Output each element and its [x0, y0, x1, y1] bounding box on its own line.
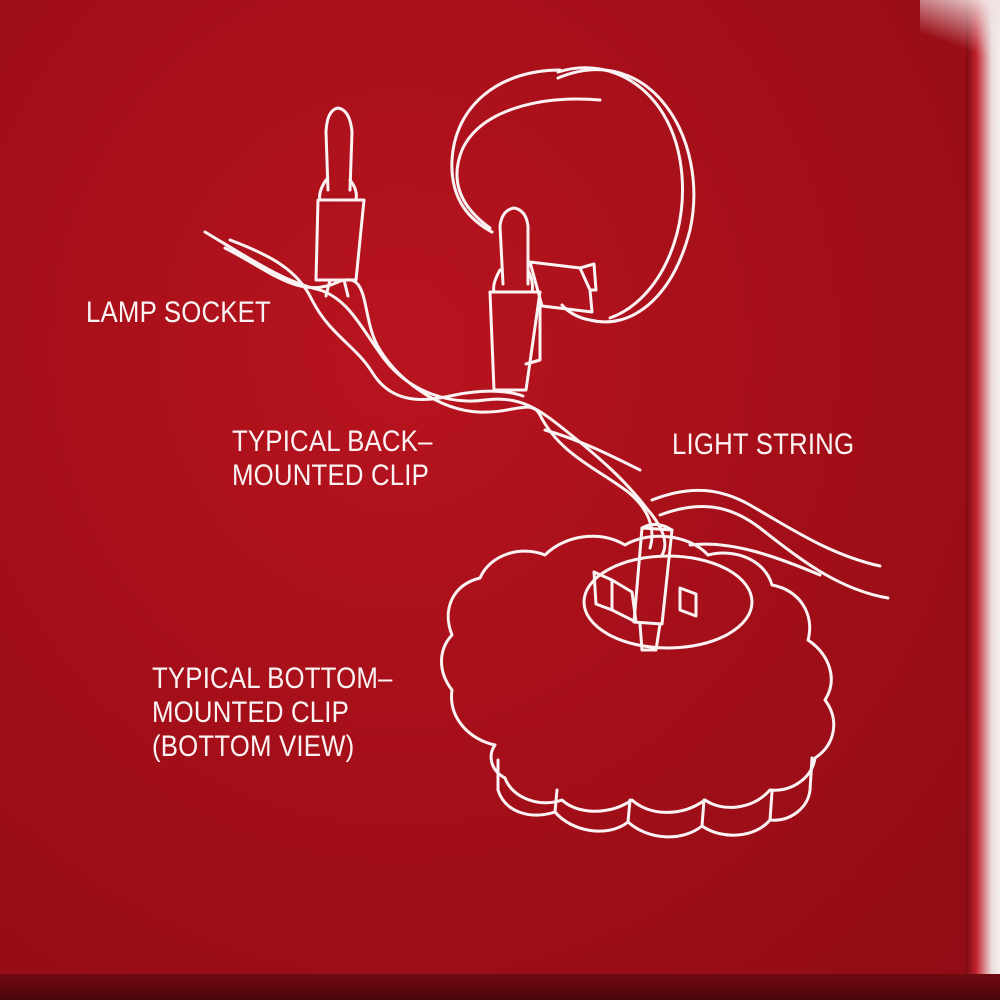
lamp-socket [314, 106, 366, 298]
lamp-socket-wire-stub-2 [342, 278, 350, 298]
label-back-mounted-clip: TYPICAL BACK– MOUNTED CLIP [232, 425, 433, 493]
label-light-string: LIGHT STRING [672, 428, 854, 462]
label-lamp-socket-text: LAMP SOCKET [86, 296, 271, 329]
wire-right-a [650, 488, 882, 568]
bottom-clip-socket-top [640, 523, 674, 532]
back-mounted-clip [450, 66, 696, 392]
bottom-mounted-clip [440, 523, 836, 839]
wire-b [223, 246, 654, 550]
label-bottom-clip-line-1: TYPICAL BOTTOM– [152, 662, 393, 695]
reflector-left-edge [450, 68, 562, 234]
box-edge-bottom [0, 974, 1000, 1000]
lamp-socket-bulb [324, 106, 354, 192]
bottom-clip-tab-stem [638, 622, 662, 652]
shade-lower-scallops [553, 788, 774, 828]
label-back-clip-line-2: MOUNTED CLIP [232, 459, 430, 492]
scalloped-shade-bottom [496, 756, 814, 839]
lamp-socket-base [314, 198, 366, 282]
label-bottom-mounted-clip: TYPICAL BOTTOM– MOUNTED CLIP (BOTTOM VIE… [152, 662, 393, 764]
back-clip-socket-collar [524, 298, 542, 366]
bottom-clip-socket [632, 526, 674, 626]
scalloped-shade-top [440, 534, 836, 814]
wire-d [543, 428, 642, 472]
box-edge-right [966, 0, 1000, 1000]
round-reflector-inner [556, 66, 685, 320]
label-back-clip-line-1: TYPICAL BACK– [232, 425, 433, 458]
wire-c [228, 238, 525, 402]
label-lamp-socket: LAMP SOCKET [86, 296, 271, 330]
wire-right-c [688, 542, 822, 577]
box-corner-highlight [920, 0, 1000, 60]
wire-right-b [658, 504, 890, 600]
light-string-wires [203, 230, 890, 600]
label-bottom-clip-line-3: (BOTTOM VIEW) [152, 730, 355, 763]
label-bottom-clip-line-2: MOUNTED CLIP [152, 696, 350, 729]
round-reflector [455, 68, 696, 324]
back-clip-socket-base [488, 290, 542, 392]
label-light-string-text: LIGHT STRING [672, 428, 855, 461]
bottom-clip-tabs [592, 570, 698, 624]
lamp-socket-wire-stub [324, 278, 332, 298]
back-clip-bulb [498, 206, 530, 286]
back-clip-bracket [528, 260, 598, 314]
